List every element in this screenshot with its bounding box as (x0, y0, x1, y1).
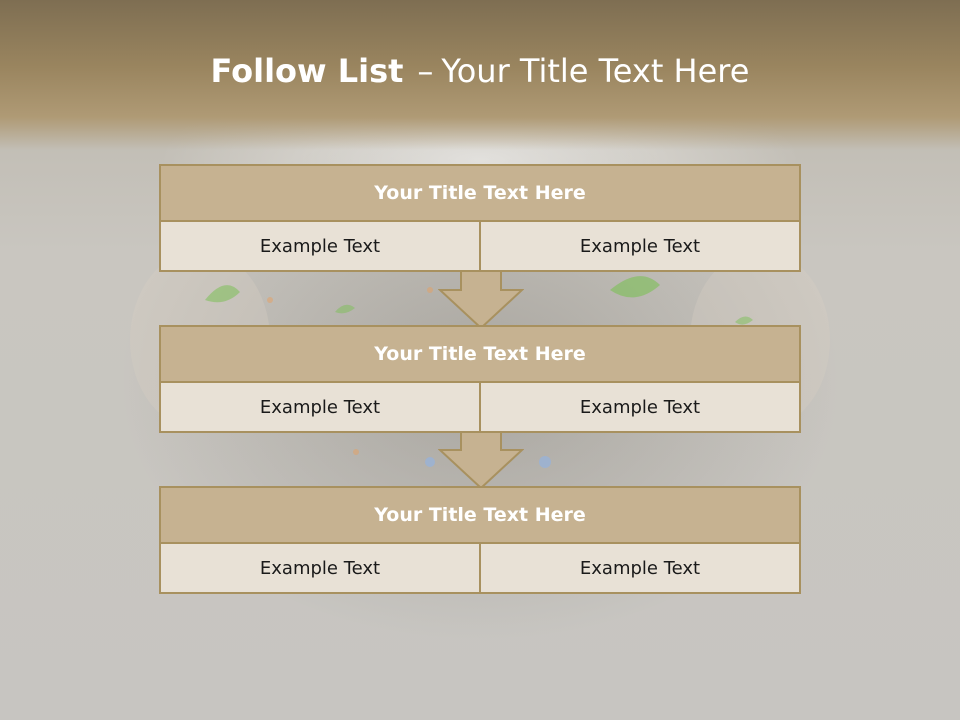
block-cell-right: Example Text (481, 544, 801, 594)
block-cell-left: Example Text (159, 222, 481, 272)
block-cell-right: Example Text (481, 222, 801, 272)
block-title: Your Title Text Here (159, 164, 801, 222)
block-row: Example Text Example Text (159, 222, 801, 272)
slide-title: Follow List–Your Title Text Here (0, 52, 960, 90)
block-cell-left: Example Text (159, 544, 481, 594)
down-arrow-2 (438, 430, 524, 490)
block-row: Example Text Example Text (159, 383, 801, 433)
block-title: Your Title Text Here (159, 325, 801, 383)
title-bold: Follow List (210, 52, 404, 90)
follow-block-2: Your Title Text Here Example Text Exampl… (159, 325, 801, 433)
header-band (0, 0, 960, 150)
block-cell-left: Example Text (159, 383, 481, 433)
block-row: Example Text Example Text (159, 544, 801, 594)
block-cell-right: Example Text (481, 383, 801, 433)
block-title: Your Title Text Here (159, 486, 801, 544)
follow-block-3: Your Title Text Here Example Text Exampl… (159, 486, 801, 594)
title-dash: – (417, 52, 434, 90)
down-arrow-1 (438, 270, 524, 330)
follow-block-1: Your Title Text Here Example Text Exampl… (159, 164, 801, 272)
title-rest: Your Title Text Here (441, 52, 750, 90)
